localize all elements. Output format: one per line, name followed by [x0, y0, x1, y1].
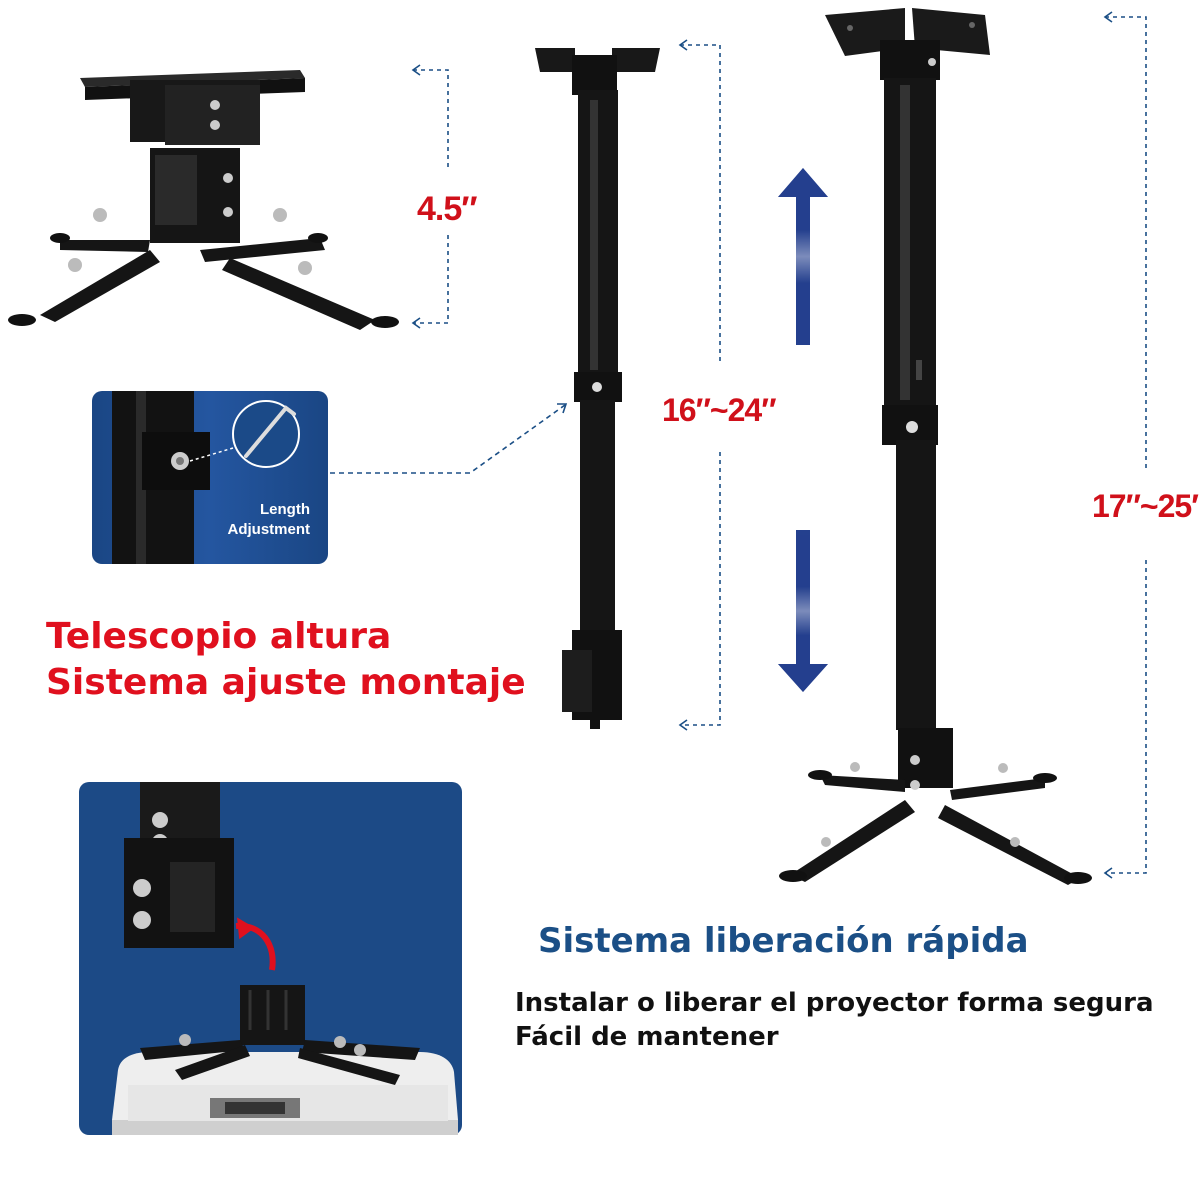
dimension-label-medium: 16″~24″	[662, 392, 777, 428]
length-adjustment-label: Length Adjustment	[227, 501, 311, 538]
dimension-line-medium	[678, 39, 721, 731]
dimension-line-tall	[1103, 11, 1147, 879]
vertical-double-arrow-icon	[778, 168, 828, 692]
dimension-label-compact: 4.5″	[417, 190, 478, 228]
medium-mount	[535, 48, 660, 729]
telescope-subheading: Sistema ajuste montaje	[46, 662, 526, 703]
tall-mount	[779, 8, 1092, 885]
quick-release-line-1: Instalar o liberar el proyector forma se…	[515, 988, 1154, 1018]
dimension-label-tall: 17″~25″	[1092, 488, 1200, 524]
allen-key-icon	[244, 405, 296, 458]
connector-line	[330, 404, 566, 474]
quick-release-title: Sistema liberación rápida	[538, 921, 1029, 961]
dimension-line-compact	[411, 64, 449, 329]
telescope-heading: Telescopio altura	[46, 616, 392, 657]
compact-mount	[8, 70, 399, 330]
quick-release-line-2: Fácil de mantener	[515, 1022, 779, 1052]
